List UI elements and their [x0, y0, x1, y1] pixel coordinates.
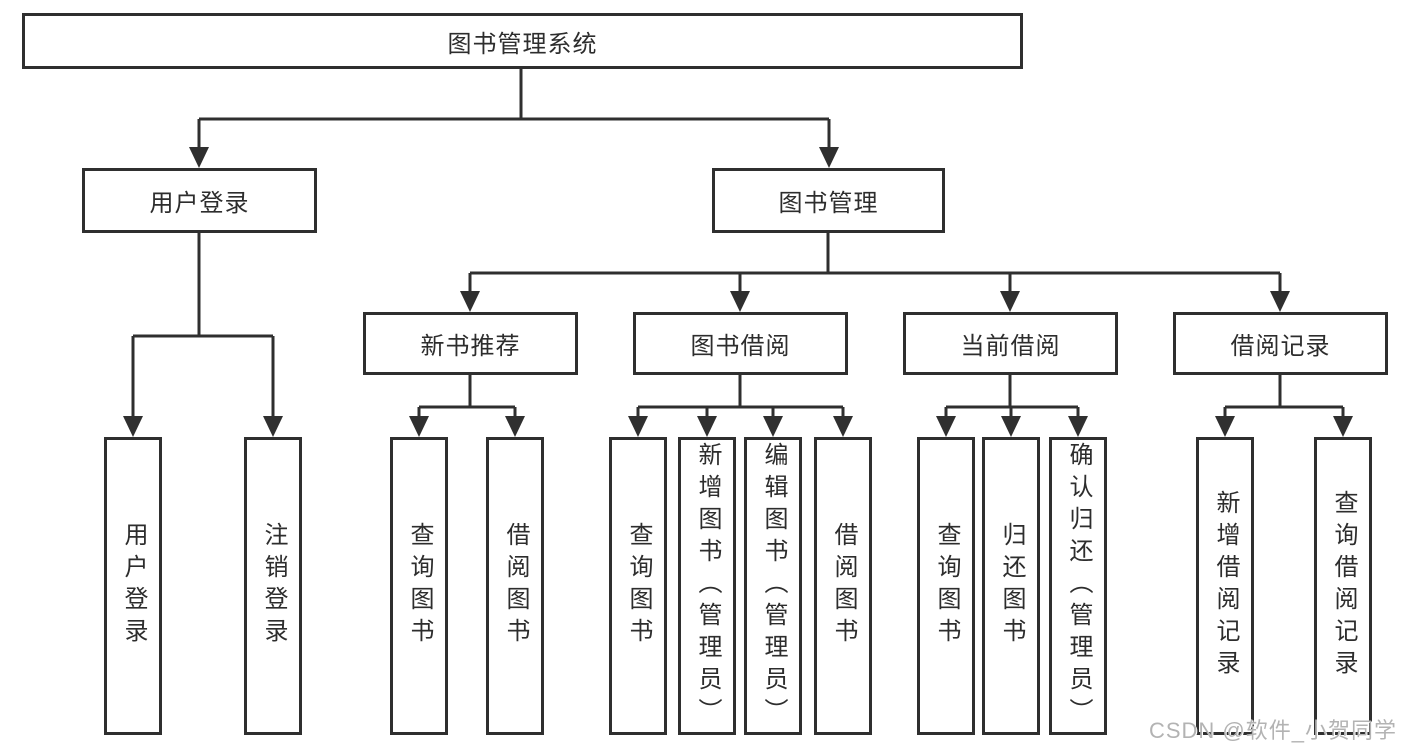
leaf-query-books-recommend: 查询图书 — [390, 437, 448, 735]
leaf-confirm-return-admin: 确认归还（管理员） — [1049, 437, 1107, 735]
watermark: CSDN @软件_小贺同学 — [1148, 718, 1397, 743]
node-current-borrowing: 当前借阅 — [903, 312, 1118, 375]
leaf-query-borrow-record: 查询借阅记录 — [1314, 437, 1372, 735]
node-user-login: 用户登录 — [82, 168, 317, 233]
node-book-borrowing: 图书借阅 — [633, 312, 848, 375]
leaf-return-books: 归还图书 — [982, 437, 1040, 735]
leaf-logout: 注销登录 — [244, 437, 302, 735]
leaf-add-books-admin: 新增图书（管理员） — [678, 437, 736, 735]
node-book-management: 图书管理 — [712, 168, 945, 233]
node-borrow-records: 借阅记录 — [1173, 312, 1388, 375]
leaf-user-login: 用户登录 — [104, 437, 162, 735]
leaf-query-books-borrowing: 查询图书 — [609, 437, 667, 735]
leaf-edit-books-admin: 编辑图书（管理员） — [744, 437, 802, 735]
leaf-borrow-books-borrowing: 借阅图书 — [814, 437, 872, 735]
node-root: 图书管理系统 — [22, 13, 1023, 69]
leaf-add-borrow-record: 新增借阅记录 — [1196, 437, 1254, 735]
leaf-query-books-current: 查询图书 — [917, 437, 975, 735]
node-new-book-recommend: 新书推荐 — [363, 312, 578, 375]
leaf-borrow-books-recommend: 借阅图书 — [486, 437, 544, 735]
